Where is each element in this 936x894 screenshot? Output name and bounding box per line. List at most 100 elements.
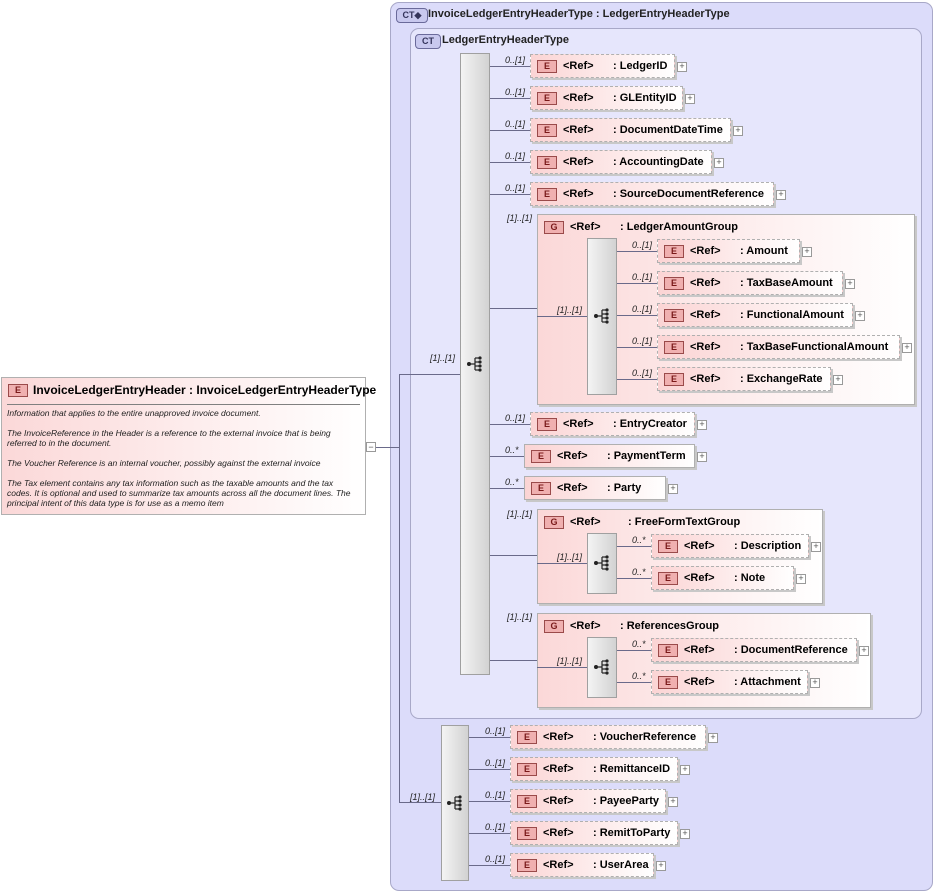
expand-toggle[interactable]: +: [668, 484, 678, 494]
expand-toggle[interactable]: +: [677, 62, 687, 72]
ref-label: <Ref>: [557, 482, 588, 494]
sequence-icon: [467, 356, 482, 372]
group-badge: G: [544, 620, 564, 633]
element-document-date-time[interactable]: E <Ref> : DocumentDateTime +: [530, 118, 743, 142]
element-badge: E: [537, 418, 557, 431]
connector-line: [469, 801, 510, 802]
connector-line: [617, 546, 651, 547]
element-name: : PaymentTerm: [607, 450, 686, 462]
element-name: : Attachment: [734, 676, 801, 688]
element-ledger-id[interactable]: E <Ref> : LedgerID +: [530, 54, 687, 78]
connector-line: [617, 315, 657, 316]
connector-line: [469, 737, 510, 738]
expand-toggle[interactable]: +: [796, 574, 806, 584]
expand-toggle[interactable]: +: [776, 190, 786, 200]
element-remit-to-party[interactable]: E <Ref> : RemitToParty +: [510, 821, 690, 845]
element-accounting-date[interactable]: E <Ref> : AccountingDate +: [530, 150, 724, 174]
group-name: : FreeFormTextGroup: [628, 516, 741, 528]
element-name: : TaxBaseAmount: [740, 277, 833, 289]
element-voucher-reference[interactable]: E <Ref> : VoucherReference +: [510, 725, 718, 749]
element-source-document-reference[interactable]: E <Ref> : SourceDocumentReference +: [530, 182, 786, 206]
multiplicity-label: 0..[1]: [485, 790, 506, 800]
expand-toggle[interactable]: +: [714, 158, 724, 168]
expand-toggle[interactable]: +: [680, 765, 690, 775]
element-badge: E: [537, 124, 557, 137]
expand-toggle[interactable]: +: [708, 733, 718, 743]
element-payment-term[interactable]: E <Ref> : PaymentTerm +: [524, 444, 707, 468]
element-entry-creator[interactable]: E <Ref> : EntryCreator +: [530, 412, 707, 436]
ref-label: <Ref>: [543, 795, 574, 807]
element-name: : Amount: [740, 245, 788, 257]
element-functional-amount[interactable]: E <Ref> : FunctionalAmount +: [657, 303, 865, 327]
element-attachment[interactable]: E <Ref> : Attachment +: [651, 670, 820, 694]
expand-toggle[interactable]: +: [855, 311, 865, 321]
element-tax-base-functional-amount[interactable]: E <Ref> : TaxBaseFunctionalAmount +: [657, 335, 912, 359]
expand-toggle[interactable]: +: [668, 797, 678, 807]
multiplicity-label: 0..[1]: [632, 304, 653, 314]
element-badge: E: [531, 450, 551, 463]
connector-line: [490, 98, 530, 99]
expand-toggle[interactable]: +: [680, 829, 690, 839]
element-name: : SourceDocumentReference: [613, 188, 764, 200]
expand-toggle[interactable]: +: [733, 126, 743, 136]
expand-toggle[interactable]: +: [902, 343, 912, 353]
element-name: : TaxBaseFunctionalAmount: [740, 341, 889, 353]
collapse-toggle[interactable]: −: [366, 442, 376, 452]
ref-label: <Ref>: [684, 540, 715, 552]
ref-label: <Ref>: [570, 516, 601, 528]
group-badge: G: [544, 221, 564, 234]
element-gl-entity-id[interactable]: E <Ref> : GLEntityID +: [530, 86, 695, 110]
multiplicity-label: 0..[1]: [485, 758, 506, 768]
element-badge: E: [664, 309, 684, 322]
element-payee-party[interactable]: E <Ref> : PayeeParty +: [510, 789, 678, 813]
element-badge: E: [517, 763, 537, 776]
ref-label: <Ref>: [684, 676, 715, 688]
expand-toggle[interactable]: +: [810, 678, 820, 688]
expand-toggle[interactable]: +: [811, 542, 821, 552]
element-exchange-rate[interactable]: E <Ref> : ExchangeRate +: [657, 367, 843, 391]
element-party[interactable]: E <Ref> : Party +: [524, 476, 678, 500]
multiplicity-label: 0..*: [632, 567, 646, 577]
connector-line: [617, 578, 651, 579]
ref-label: <Ref>: [563, 60, 594, 72]
ref-label: <Ref>: [543, 827, 574, 839]
element-name: : ExchangeRate: [740, 373, 823, 385]
element-note[interactable]: E <Ref> : Note +: [651, 566, 806, 590]
multiplicity-label: 0..*: [632, 671, 646, 681]
connector-line: [490, 660, 537, 661]
multiplicity-label: 0..[1]: [505, 413, 526, 423]
expand-toggle[interactable]: +: [833, 375, 843, 385]
expand-toggle[interactable]: +: [802, 247, 812, 257]
expand-toggle[interactable]: +: [656, 861, 666, 871]
multiplicity-label: 0..[1]: [505, 55, 526, 65]
multiplicity-label: 0..[1]: [505, 87, 526, 97]
ref-label: <Ref>: [684, 572, 715, 584]
element-name: : VoucherReference: [593, 731, 697, 743]
group-badge: G: [544, 516, 564, 529]
element-user-area[interactable]: E <Ref> : UserArea +: [510, 853, 666, 877]
element-name: : FunctionalAmount: [740, 309, 844, 321]
connector-line: [469, 833, 510, 834]
element-remittance-id[interactable]: E <Ref> : RemittanceID +: [510, 757, 690, 781]
ref-label: <Ref>: [570, 620, 601, 632]
element-amount[interactable]: E <Ref> : Amount +: [657, 239, 812, 263]
multiplicity-label: 0..[1]: [505, 183, 526, 193]
element-tax-base-amount[interactable]: E <Ref> : TaxBaseAmount +: [657, 271, 855, 295]
connector-line: [617, 650, 651, 651]
connector-line: [490, 162, 530, 163]
documentation-line: Information that applies to the entire u…: [7, 408, 261, 418]
ref-label: <Ref>: [690, 341, 721, 353]
expand-toggle[interactable]: +: [859, 646, 869, 656]
outer-type-title: InvoiceLedgerEntryHeaderType : LedgerEnt…: [428, 8, 730, 20]
expand-toggle[interactable]: +: [845, 279, 855, 289]
expand-toggle[interactable]: +: [697, 420, 707, 430]
element-name: : Description: [734, 540, 802, 552]
connector-line: [537, 667, 587, 668]
element-description[interactable]: E <Ref> : Description +: [651, 534, 821, 558]
connector-line: [537, 316, 587, 317]
element-name: : GLEntityID: [613, 92, 677, 104]
expand-toggle[interactable]: +: [697, 452, 707, 462]
element-document-reference[interactable]: E <Ref> : DocumentReference +: [651, 638, 869, 662]
expand-toggle[interactable]: +: [685, 94, 695, 104]
multiplicity-label: 0..[1]: [485, 822, 506, 832]
